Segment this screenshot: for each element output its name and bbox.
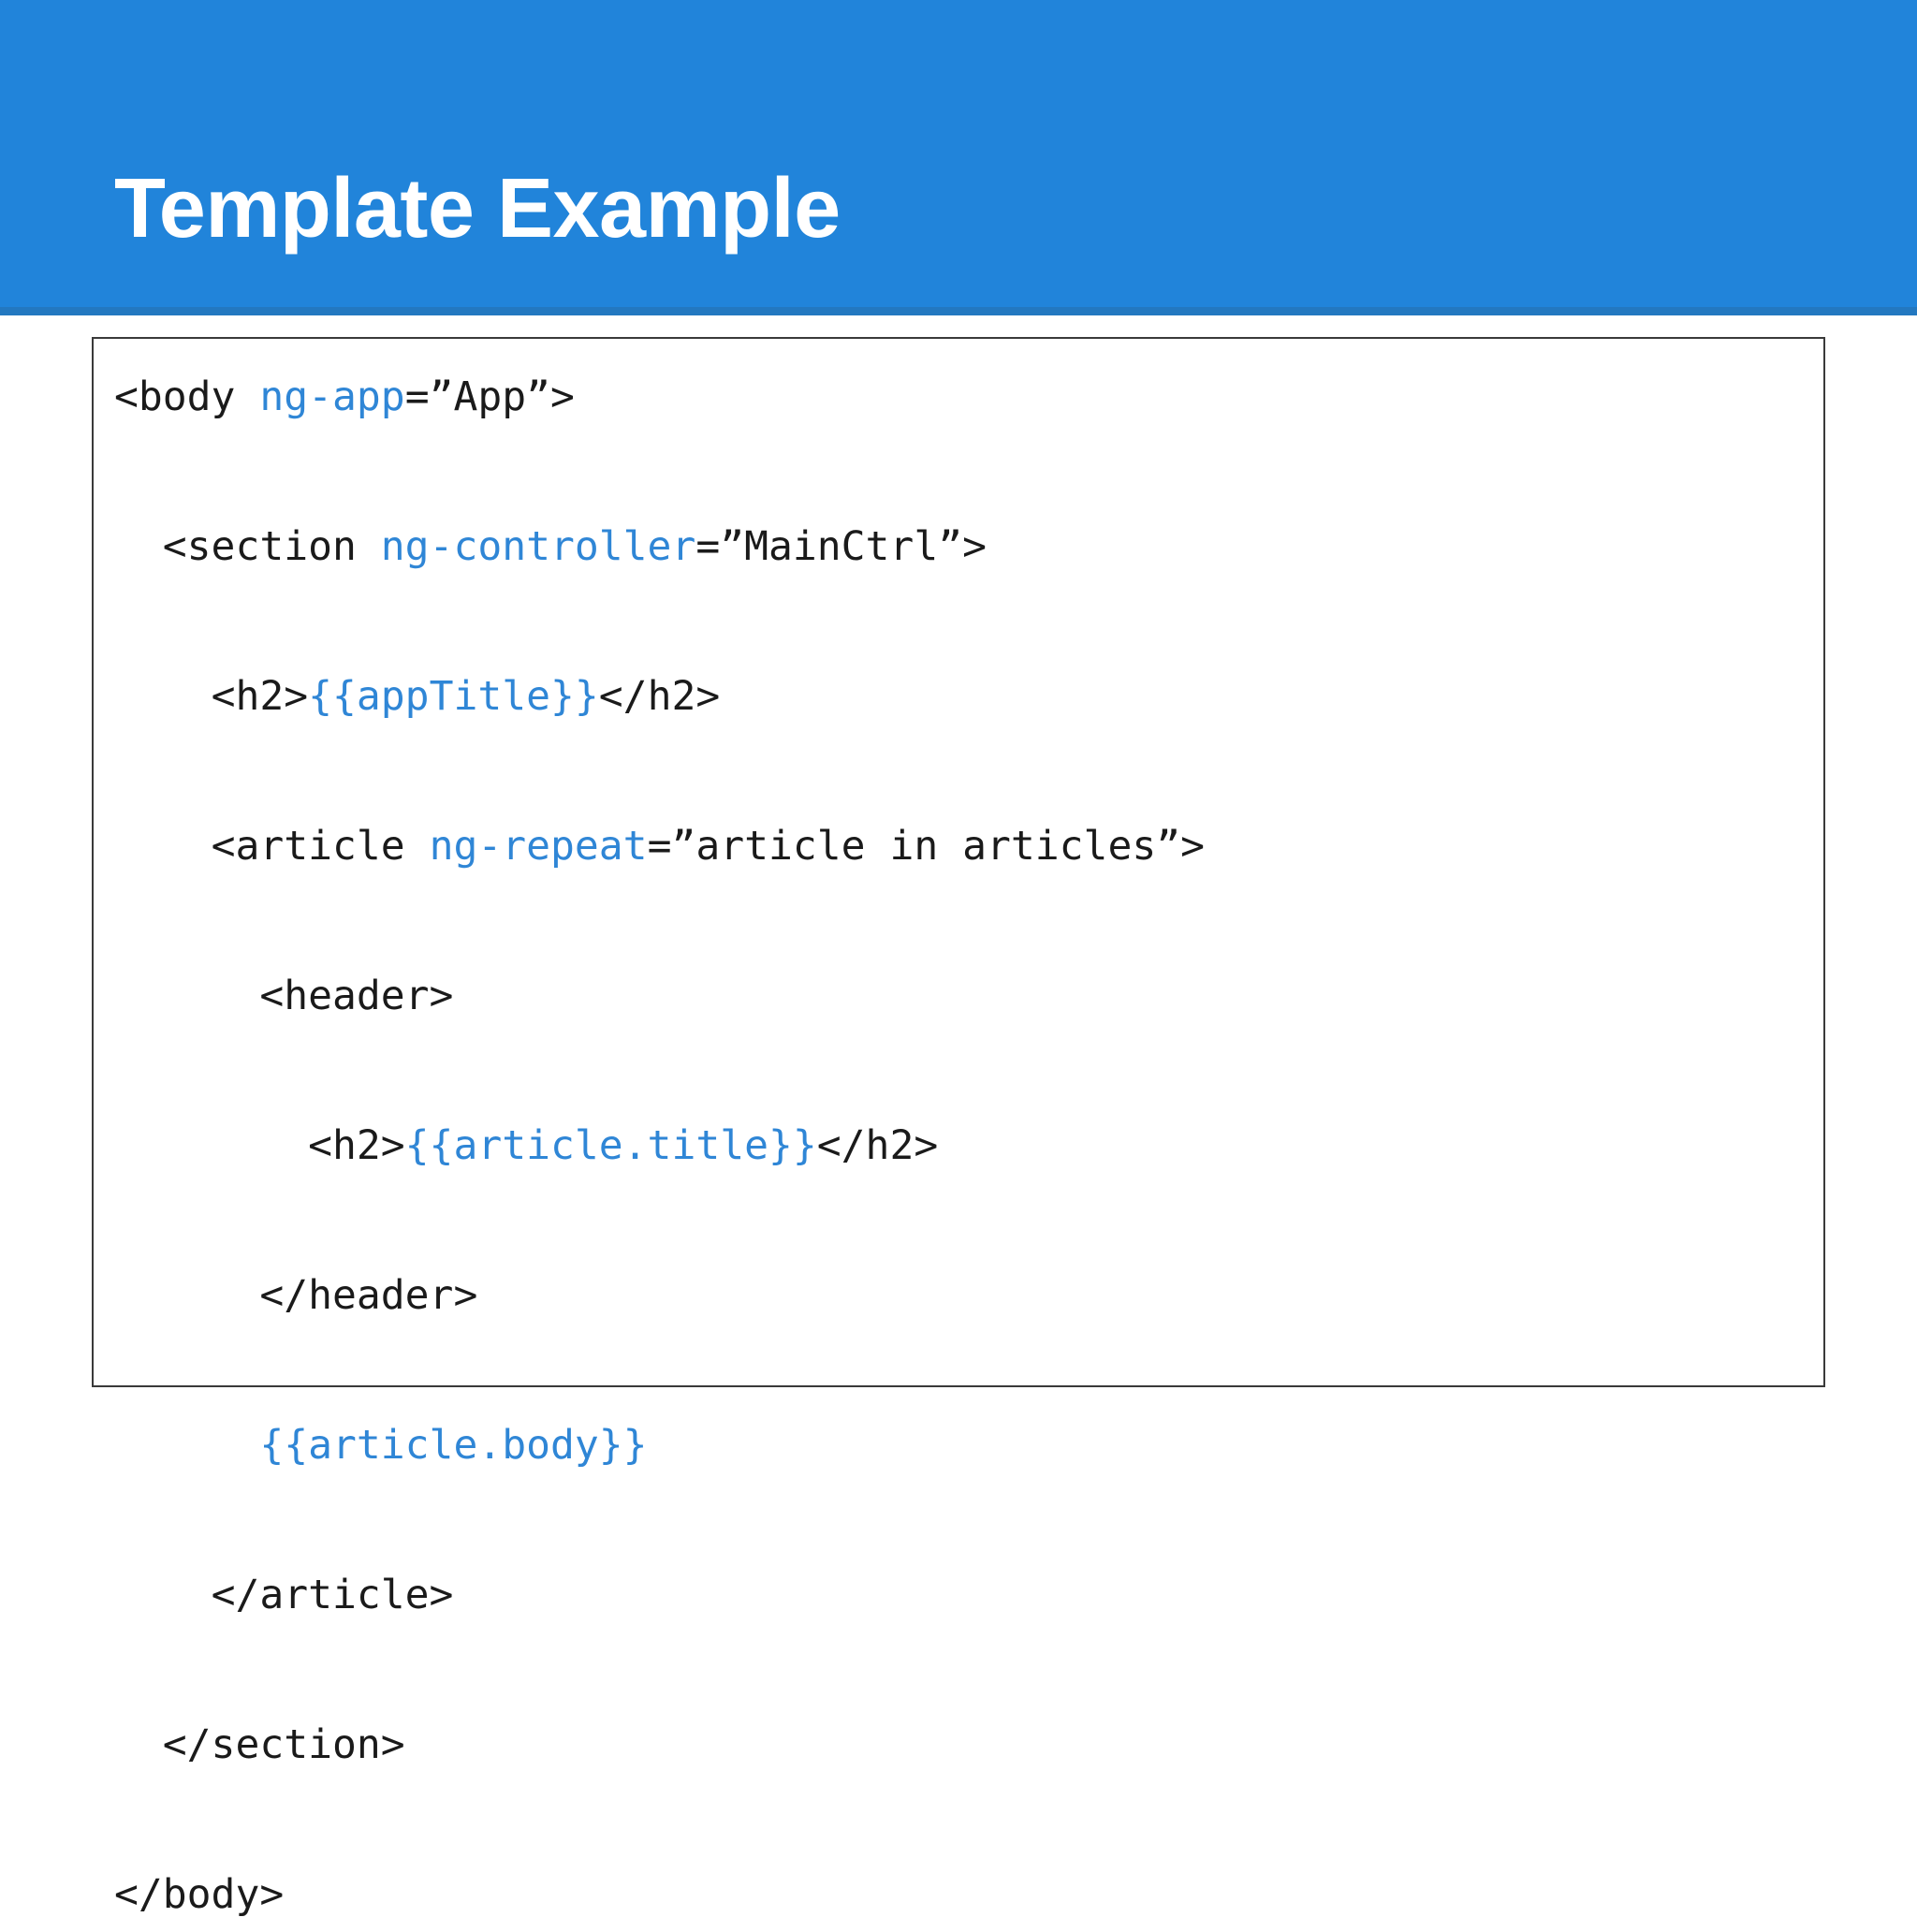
code-indent (114, 1122, 308, 1169)
code-token-plain: </header> (259, 1272, 478, 1319)
code-indent (114, 1272, 259, 1319)
code-token-binding: {{article.body}} (259, 1422, 648, 1469)
code-token-plain: </section> (162, 1721, 405, 1768)
code-line: {{article.body}} (114, 1408, 1814, 1483)
code-line: <h2>{{appTitle}}</h2> (114, 659, 1814, 734)
page-title: Template Example (114, 162, 841, 256)
slide-header-accent-bar (0, 307, 1917, 315)
code-line: <body ng-app=”App”> (114, 359, 1814, 434)
code-token-directive: ng-repeat (429, 823, 648, 870)
code-token-plain: </h2> (816, 1122, 939, 1169)
code-line: </section> (114, 1707, 1814, 1782)
code-token-plain: </article> (211, 1572, 454, 1618)
code-indent (114, 1422, 259, 1469)
code-token-plain: <section (162, 523, 381, 570)
slide-header-band (0, 0, 1917, 307)
code-token-plain: </body> (114, 1871, 285, 1918)
code-token-binding: {{article.title}} (404, 1122, 817, 1169)
code-indent (114, 823, 212, 870)
code-line: </header> (114, 1258, 1814, 1333)
code-listing: <body ng-app=”App”> <section ng-controll… (114, 359, 1814, 1932)
code-indent (114, 1572, 212, 1618)
code-token-plain: <body (114, 373, 260, 420)
code-token-plain: =”MainCtrl”> (695, 523, 987, 570)
code-token-plain: =”App”> (404, 373, 575, 420)
code-token-plain: </h2> (598, 673, 721, 720)
code-token-plain: <h2> (211, 673, 309, 720)
code-token-directive: ng-app (259, 373, 405, 420)
code-indent (114, 973, 259, 1019)
code-line: </article> (114, 1558, 1814, 1632)
code-token-plain: <header> (259, 973, 454, 1019)
code-block-panel: <body ng-app=”App”> <section ng-controll… (92, 337, 1825, 1918)
code-indent (114, 1721, 163, 1768)
code-token-directive: ng-controller (380, 523, 696, 570)
code-line: </body> (114, 1857, 1814, 1932)
code-token-plain: =”article in articles”> (647, 823, 1205, 870)
code-line: <header> (114, 959, 1814, 1033)
code-token-binding: {{appTitle}} (308, 673, 599, 720)
code-line: <article ng-repeat=”article in articles”… (114, 809, 1814, 884)
code-indent (114, 673, 212, 720)
code-token-plain: <h2> (308, 1122, 405, 1169)
code-line: <h2>{{article.title}}</h2> (114, 1108, 1814, 1183)
code-indent (114, 523, 163, 570)
code-line: <section ng-controller=”MainCtrl”> (114, 509, 1814, 584)
code-token-plain: <article (211, 823, 430, 870)
